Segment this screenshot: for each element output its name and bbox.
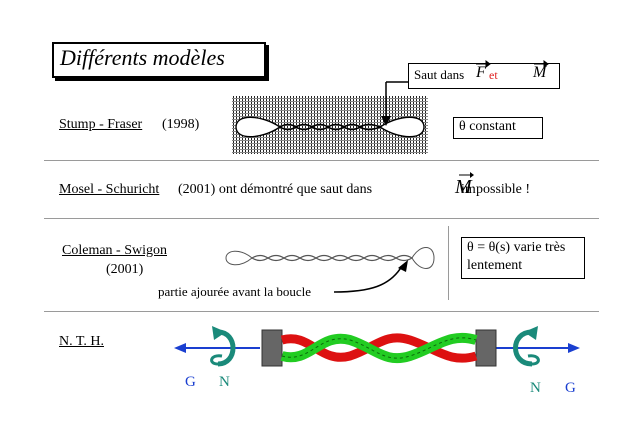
stump-fraser-figure xyxy=(232,96,428,154)
stump-fraser-year: (1998) xyxy=(162,117,200,132)
theta-varies-box xyxy=(461,237,585,279)
twisted-strands xyxy=(280,332,478,364)
theta-varies-line1: θ = θ(s) varie très xyxy=(467,240,566,255)
right-end-block xyxy=(475,329,497,367)
divider-1 xyxy=(44,160,599,161)
callout-M: M xyxy=(533,64,547,81)
right-loop xyxy=(379,116,425,138)
twist-left-icon xyxy=(210,326,236,367)
title-box xyxy=(52,42,266,78)
divider-3 xyxy=(44,311,599,312)
twist-right-icon xyxy=(513,326,540,367)
page-title: Différents modèles xyxy=(60,45,225,70)
mosel-schuricht-label: Mosel - Schuricht xyxy=(59,182,160,197)
coleman-swigon-year: (2001) xyxy=(106,262,144,277)
vector-arrows xyxy=(476,60,549,68)
nth-figure xyxy=(174,326,580,367)
theta-constant-text: θ constant xyxy=(459,119,516,134)
callout-F: F xyxy=(476,64,486,81)
divider-2 xyxy=(44,218,599,219)
coleman-figure xyxy=(225,247,435,269)
coleman-note: partie ajourée avant la boucle xyxy=(158,284,312,299)
coleman-swigon-label: Coleman - Swigon xyxy=(62,243,167,258)
callout-arrow xyxy=(381,81,408,126)
coleman-left-loop xyxy=(225,250,253,266)
callout-box xyxy=(408,63,560,89)
vector-arrow-M xyxy=(459,172,474,178)
coleman-vertical-divider xyxy=(448,226,449,300)
theta-varies-line2: lentement xyxy=(467,258,523,273)
coleman-arrow xyxy=(333,260,408,293)
coleman-right-loop xyxy=(411,247,435,269)
right-axis-arrowhead xyxy=(568,343,580,353)
theta-constant-box xyxy=(453,117,543,139)
nth-label: N. T. H. xyxy=(59,334,104,349)
mosel-im-overlay: im xyxy=(461,182,476,197)
coleman-strand-b xyxy=(251,254,413,262)
left-end-block xyxy=(261,329,283,367)
callout-et: et xyxy=(489,68,498,82)
mosel-schuricht-text: (2001) ont démontré que saut dans xyxy=(178,182,373,197)
nth-N-left: N xyxy=(219,374,230,390)
mosel-M-symbol: M xyxy=(455,176,472,198)
strand-b xyxy=(279,123,381,131)
callout-prefix: Saut dans xyxy=(414,67,465,82)
stump-fraser-label: Stump - Fraser xyxy=(59,117,143,132)
left-loop xyxy=(235,116,281,138)
left-axis-arrowhead xyxy=(174,343,186,353)
nth-N-right: N xyxy=(530,380,541,396)
nth-G-right: G xyxy=(565,380,576,396)
nth-G-left: G xyxy=(185,374,196,390)
mosel-possible-text: possible ! xyxy=(476,182,531,197)
